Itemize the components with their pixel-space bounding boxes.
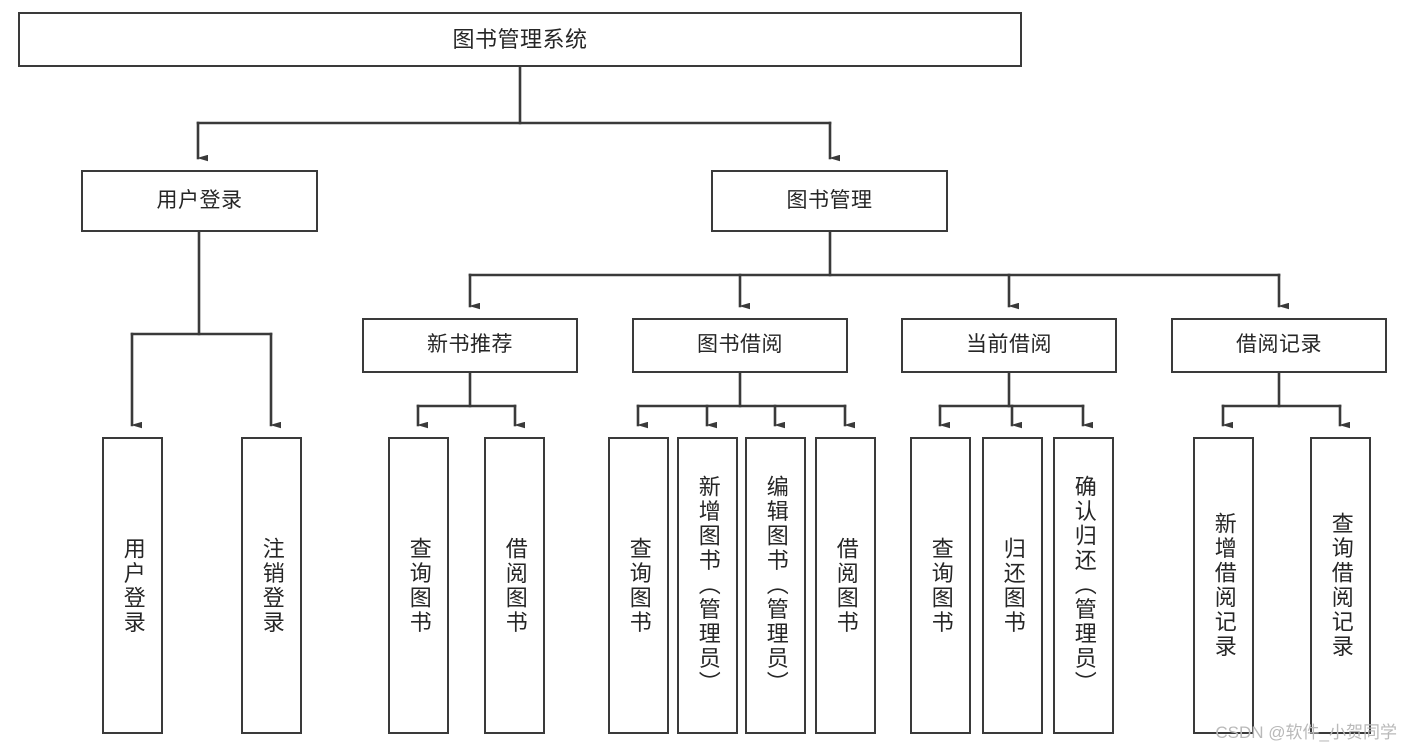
node-label: 归还图书 [1000,536,1026,635]
node-leaf-edit-book-admin[interactable]: 编辑图书（管理员） [745,437,806,734]
node-label: 查询图书 [928,536,954,635]
node-leaf-query-book-recommend[interactable]: 查询图书 [388,437,449,734]
node-label: 用户登录 [120,536,146,635]
node-book-management[interactable]: 图书管理 [711,170,948,232]
node-label: 借阅记录 [1236,333,1322,357]
node-label: 新增借阅记录 [1211,512,1237,659]
node-leaf-confirm-return-admin[interactable]: 确认归还（管理员） [1053,437,1114,734]
node-leaf-query-borrow-record[interactable]: 查询借阅记录 [1310,437,1371,734]
node-label: 查询图书 [626,536,652,635]
node-label: 图书管理系统 [452,26,588,52]
node-book-borrow[interactable]: 图书借阅 [632,318,848,373]
node-user-login[interactable]: 用户登录 [81,170,318,232]
watermark-text: CSDN @软件_小贺同学 [1215,723,1397,742]
node-leaf-borrow-book-recommend[interactable]: 借阅图书 [484,437,545,734]
node-label: 当前借阅 [966,333,1052,357]
node-label: 借阅图书 [833,536,859,635]
node-leaf-logout[interactable]: 注销登录 [241,437,302,734]
node-label: 图书管理 [786,188,873,212]
node-label: 查询图书 [406,536,432,635]
node-label: 用户登录 [156,188,243,212]
node-leaf-query-book[interactable]: 查询图书 [608,437,669,734]
node-label: 新书推荐 [427,333,513,357]
node-current-borrow[interactable]: 当前借阅 [901,318,1117,373]
node-leaf-borrow-book[interactable]: 借阅图书 [815,437,876,734]
node-leaf-query-book-current[interactable]: 查询图书 [910,437,971,734]
node-leaf-user-login[interactable]: 用户登录 [102,437,163,734]
node-label: 借阅图书 [502,536,528,635]
node-root-system[interactable]: 图书管理系统 [18,12,1022,67]
node-label: 注销登录 [259,536,285,635]
node-leaf-add-book-admin[interactable]: 新增图书（管理员） [677,437,738,734]
node-label: 查询借阅记录 [1328,512,1354,659]
node-label: 编辑图书（管理员） [763,475,789,696]
node-label: 确认归还（管理员） [1071,475,1097,696]
node-leaf-add-borrow-record[interactable]: 新增借阅记录 [1193,437,1254,734]
node-new-book-recommend[interactable]: 新书推荐 [362,318,578,373]
node-borrow-record[interactable]: 借阅记录 [1171,318,1387,373]
node-leaf-return-book[interactable]: 归还图书 [982,437,1043,734]
node-label: 图书借阅 [697,333,783,357]
node-label: 新增图书（管理员） [695,475,721,696]
